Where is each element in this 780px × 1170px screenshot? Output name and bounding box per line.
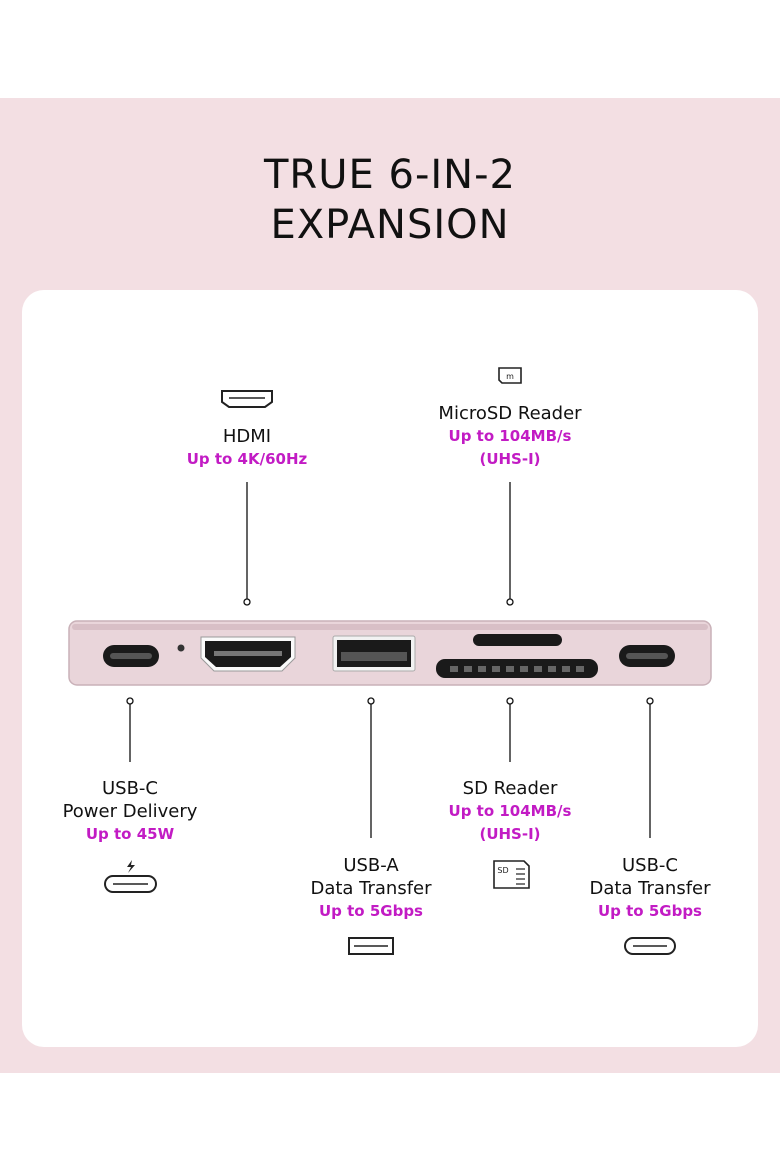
sd-label: SD Reader Up to 104MB/s (UHS-I): [400, 777, 620, 846]
usb-a-label: USB-A Data Transfer Up to 5Gbps: [271, 854, 471, 923]
usb-c-data-leader-line: [646, 697, 654, 838]
usb-c-data-label: USB-C Data Transfer Up to 5Gbps: [550, 854, 750, 923]
sd-icon-letters: SD: [497, 866, 508, 875]
hub-led-indicator: [177, 644, 185, 652]
sd-leader-line: [506, 697, 514, 762]
hub-microsd-slot: [473, 634, 562, 646]
microsd-card-icon: m: [498, 367, 522, 384]
hdmi-spec: Up to 4K/60Hz: [186, 450, 308, 468]
usb-c-data-spec: Up to 5Gbps: [598, 902, 702, 920]
hdmi-name: HDMI: [222, 426, 272, 447]
microsd-spec-speed: Up to 104MB/s: [448, 427, 572, 445]
usb-c-power-icon: [104, 860, 157, 893]
microsd-icon-letter: m: [506, 372, 514, 381]
usb-a-name-line-2: Data Transfer: [310, 878, 432, 899]
usb-c-port-icon: [624, 937, 676, 955]
page-title: TRUE 6-IN-2 EXPANSION: [0, 150, 780, 250]
hub-hdmi-port: [200, 636, 296, 672]
microsd-leader-line: [506, 482, 514, 606]
sd-card-icon: SD: [493, 860, 530, 889]
hdmi-label: HDMI Up to 4K/60Hz: [147, 425, 347, 471]
usb-c-pd-leader-line: [126, 697, 134, 762]
usb-a-spec: Up to 5Gbps: [319, 902, 423, 920]
usb-c-pd-name-line-2: Power Delivery: [62, 801, 198, 822]
hdmi-leader-line: [243, 482, 251, 606]
usb-a-port-icon: [348, 937, 394, 955]
usb-a-leader-line: [367, 697, 375, 838]
usb-a-name-line-1: USB-A: [343, 855, 399, 876]
microsd-name: MicroSD Reader: [438, 403, 582, 424]
microsd-label: MicroSD Reader Up to 104MB/s (UHS-I): [390, 402, 630, 471]
hub-device: [68, 620, 712, 686]
microsd-spec-uhs: (UHS-I): [479, 450, 541, 468]
hdmi-port-icon: [221, 390, 273, 408]
usb-c-pd-label: USB-C Power Delivery Up to 45W: [30, 777, 230, 846]
sd-spec-uhs: (UHS-I): [479, 825, 541, 843]
usb-c-pd-spec: Up to 45W: [85, 825, 175, 843]
sd-name: SD Reader: [462, 778, 558, 799]
hub-usb-a-port: [332, 635, 416, 672]
title-line-2: EXPANSION: [270, 202, 510, 248]
sd-spec-speed: Up to 104MB/s: [448, 802, 572, 820]
hub-sd-slot: [436, 659, 598, 678]
title-line-1: TRUE 6-IN-2: [264, 152, 516, 198]
usb-c-data-name-line-1: USB-C: [621, 855, 678, 876]
usb-c-data-name-line-2: Data Transfer: [589, 878, 711, 899]
usb-c-pd-name-line-1: USB-C: [101, 778, 158, 799]
